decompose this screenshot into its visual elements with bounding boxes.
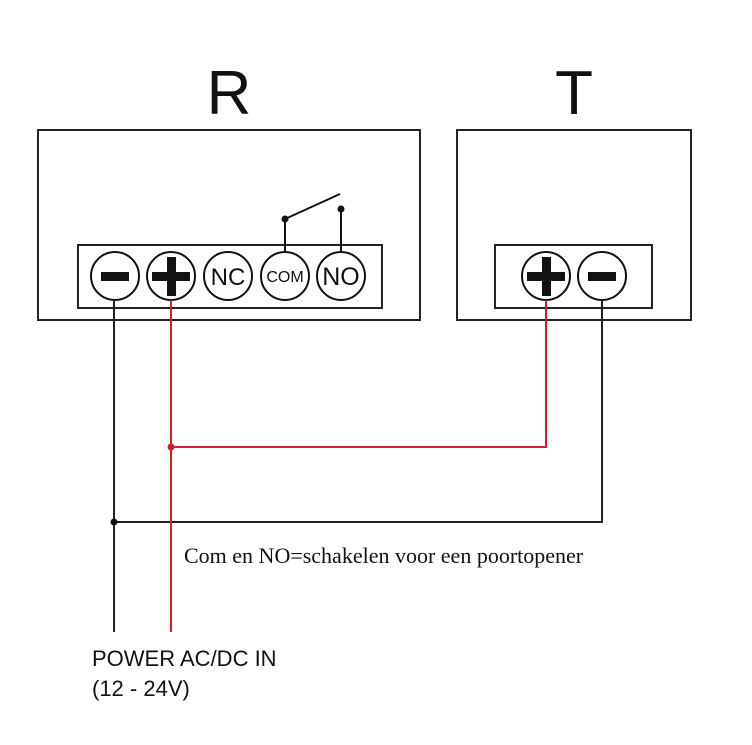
receiver-terminal-plus: [146, 251, 196, 301]
relay-switch: [281, 193, 345, 252]
transmitter-terminal-strip: [494, 244, 653, 309]
receiver-terminal-nc: NC: [203, 251, 253, 301]
negative-junction-dot: [110, 518, 118, 526]
receiver-terminal-no: NO: [316, 251, 366, 301]
receiver-box: [37, 129, 421, 321]
transmitter-terminal-plus: [521, 251, 571, 301]
receiver-terminal-minus: [90, 251, 140, 301]
switch-com-contact-dot: [281, 215, 289, 223]
negative-wire: [110, 300, 603, 632]
power-label-line1: POWER AC/DC IN: [92, 646, 277, 671]
terminal-label-nc: NC: [211, 264, 246, 291]
switch-no-contact-dot: [337, 205, 345, 213]
minus-icon: [101, 272, 129, 281]
positive-junction-dot: [167, 443, 175, 451]
receiver-terminal-com: COM: [260, 251, 310, 301]
receiver-terminal-strip: [77, 244, 383, 309]
transmitter-terminal-minus: [577, 251, 627, 301]
receiver-title: R: [207, 59, 252, 128]
transmitter-box: [456, 129, 692, 321]
transmitter-title: T: [555, 59, 593, 128]
terminal-label-com: COM: [266, 269, 303, 286]
positive-wire: [167, 300, 547, 632]
plus-icon: [152, 257, 190, 296]
minus-icon: [588, 272, 616, 281]
plus-icon: [527, 257, 565, 296]
terminal-label-no: NO: [322, 263, 360, 291]
relay-note: Com en NO=schakelen voor een poortopener: [184, 543, 584, 568]
power-label-line2: (12 - 24V): [92, 676, 190, 701]
